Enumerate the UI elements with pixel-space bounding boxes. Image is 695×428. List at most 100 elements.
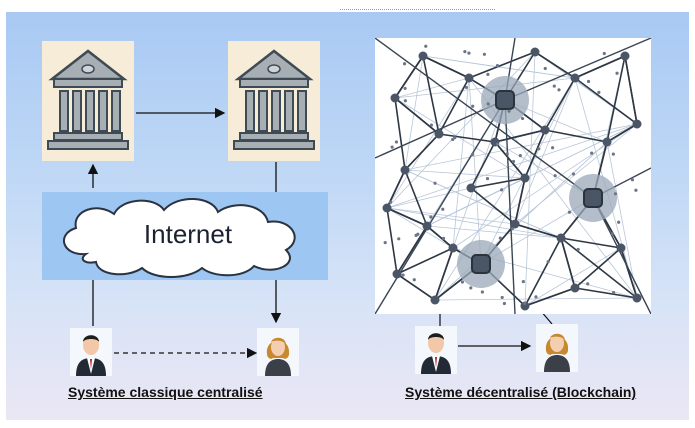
- network-dot: [441, 236, 446, 240]
- network-link: [422, 55, 470, 79]
- network-dot: [502, 301, 506, 306]
- network-dot: [615, 71, 619, 75]
- network-link: [396, 247, 454, 275]
- network-dot: [630, 178, 635, 182]
- network-node: [464, 73, 474, 83]
- network-link: [534, 51, 576, 79]
- network-link: [544, 77, 576, 131]
- network-link: [514, 177, 526, 225]
- network-dot: [416, 232, 420, 236]
- cloud-icon: [63, 197, 296, 278]
- network-dot: [537, 147, 541, 151]
- network-dot: [412, 278, 416, 282]
- network-link: [606, 123, 638, 143]
- network-dot: [507, 109, 511, 113]
- network-link: [504, 38, 651, 101]
- network-node: [632, 119, 642, 129]
- network-dot: [521, 279, 525, 284]
- caption-decentralized: Système décentralisé (Blockchain): [405, 384, 637, 400]
- network-link: [386, 187, 472, 209]
- network-dot: [485, 176, 490, 181]
- network-link: [404, 133, 440, 171]
- network-link: [394, 77, 470, 99]
- caption-centralized: Système classique centralisé: [68, 384, 263, 400]
- network-node: [392, 269, 402, 279]
- internet-label: Internet: [143, 219, 233, 249]
- network-link: [404, 169, 428, 227]
- network-dot: [470, 152, 475, 157]
- businesswoman-icon: [257, 328, 299, 376]
- network-link: [426, 225, 562, 239]
- network-dot: [401, 273, 405, 277]
- network-dot: [403, 99, 407, 103]
- network-dot: [460, 280, 465, 284]
- network-link: [524, 129, 546, 179]
- network-dot: [486, 72, 490, 76]
- network-link: [514, 223, 562, 239]
- network-link: [470, 177, 526, 189]
- network-dot: [611, 290, 616, 295]
- network-link: [404, 169, 562, 239]
- network-dot: [429, 123, 434, 127]
- network-dot: [482, 52, 487, 56]
- network-dot: [611, 152, 615, 156]
- network-node: [602, 137, 612, 147]
- network-link: [504, 99, 516, 314]
- network-node: [400, 165, 410, 175]
- network-link: [494, 141, 526, 179]
- network-link: [394, 97, 406, 171]
- network-link: [386, 207, 516, 225]
- network-link: [524, 237, 562, 307]
- network-link: [544, 129, 608, 143]
- sender-left: [70, 328, 112, 376]
- network-dot: [613, 192, 618, 196]
- network-dot: [586, 282, 590, 286]
- network-dot: [510, 227, 514, 231]
- network-dot: [523, 301, 527, 305]
- network-link: [404, 169, 526, 179]
- network-link: [404, 123, 638, 171]
- network-dot: [586, 79, 591, 84]
- network-dot: [441, 207, 445, 211]
- blockchain-network-panel: [375, 38, 651, 314]
- network-link: [574, 77, 638, 125]
- network-dot: [451, 137, 455, 142]
- businessman-icon: [415, 326, 457, 374]
- network-dot: [500, 295, 504, 300]
- businesswoman-icon: [536, 324, 578, 372]
- network-link: [386, 207, 454, 249]
- network-link: [386, 77, 470, 209]
- network-link: [574, 287, 638, 299]
- network-dot: [557, 88, 561, 92]
- network-dot: [534, 295, 538, 299]
- network-link: [375, 38, 594, 199]
- bank-left: [42, 41, 134, 161]
- network-link: [620, 247, 638, 299]
- network-dot: [552, 84, 556, 88]
- network-link: [494, 129, 546, 143]
- top-dotted-rule: [340, 9, 495, 18]
- network-node: [520, 173, 530, 183]
- network-link: [386, 207, 428, 227]
- network-dot: [383, 241, 387, 245]
- network-link: [524, 247, 622, 307]
- network-link: [438, 133, 496, 143]
- network-dot: [543, 66, 547, 71]
- receiver-left: [257, 328, 299, 376]
- network-dot: [464, 85, 469, 90]
- network-node: [632, 293, 642, 303]
- network-link: [524, 51, 536, 307]
- network-dot: [463, 50, 467, 54]
- network-link: [524, 287, 576, 307]
- network-dot: [617, 220, 621, 224]
- sender-right: [415, 326, 457, 374]
- network-dot: [518, 154, 522, 158]
- network-dot: [389, 200, 393, 204]
- network-node: [540, 125, 550, 135]
- network-dot: [553, 174, 557, 178]
- network-dot: [602, 51, 606, 56]
- network-link: [574, 55, 626, 79]
- network-dot: [467, 51, 471, 55]
- network-link: [394, 97, 526, 179]
